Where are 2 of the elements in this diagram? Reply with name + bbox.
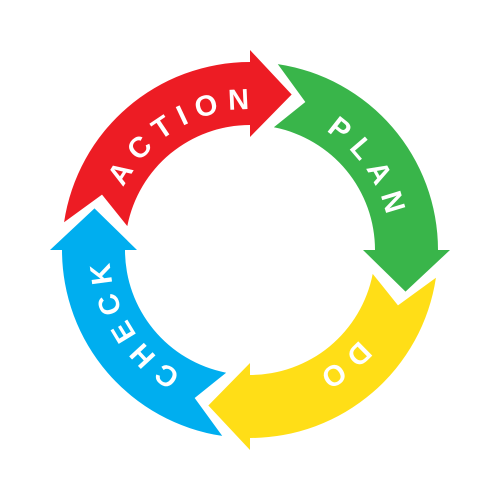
- stage-label: DO: [308, 334, 378, 399]
- cycle-segment: [208, 273, 436, 450]
